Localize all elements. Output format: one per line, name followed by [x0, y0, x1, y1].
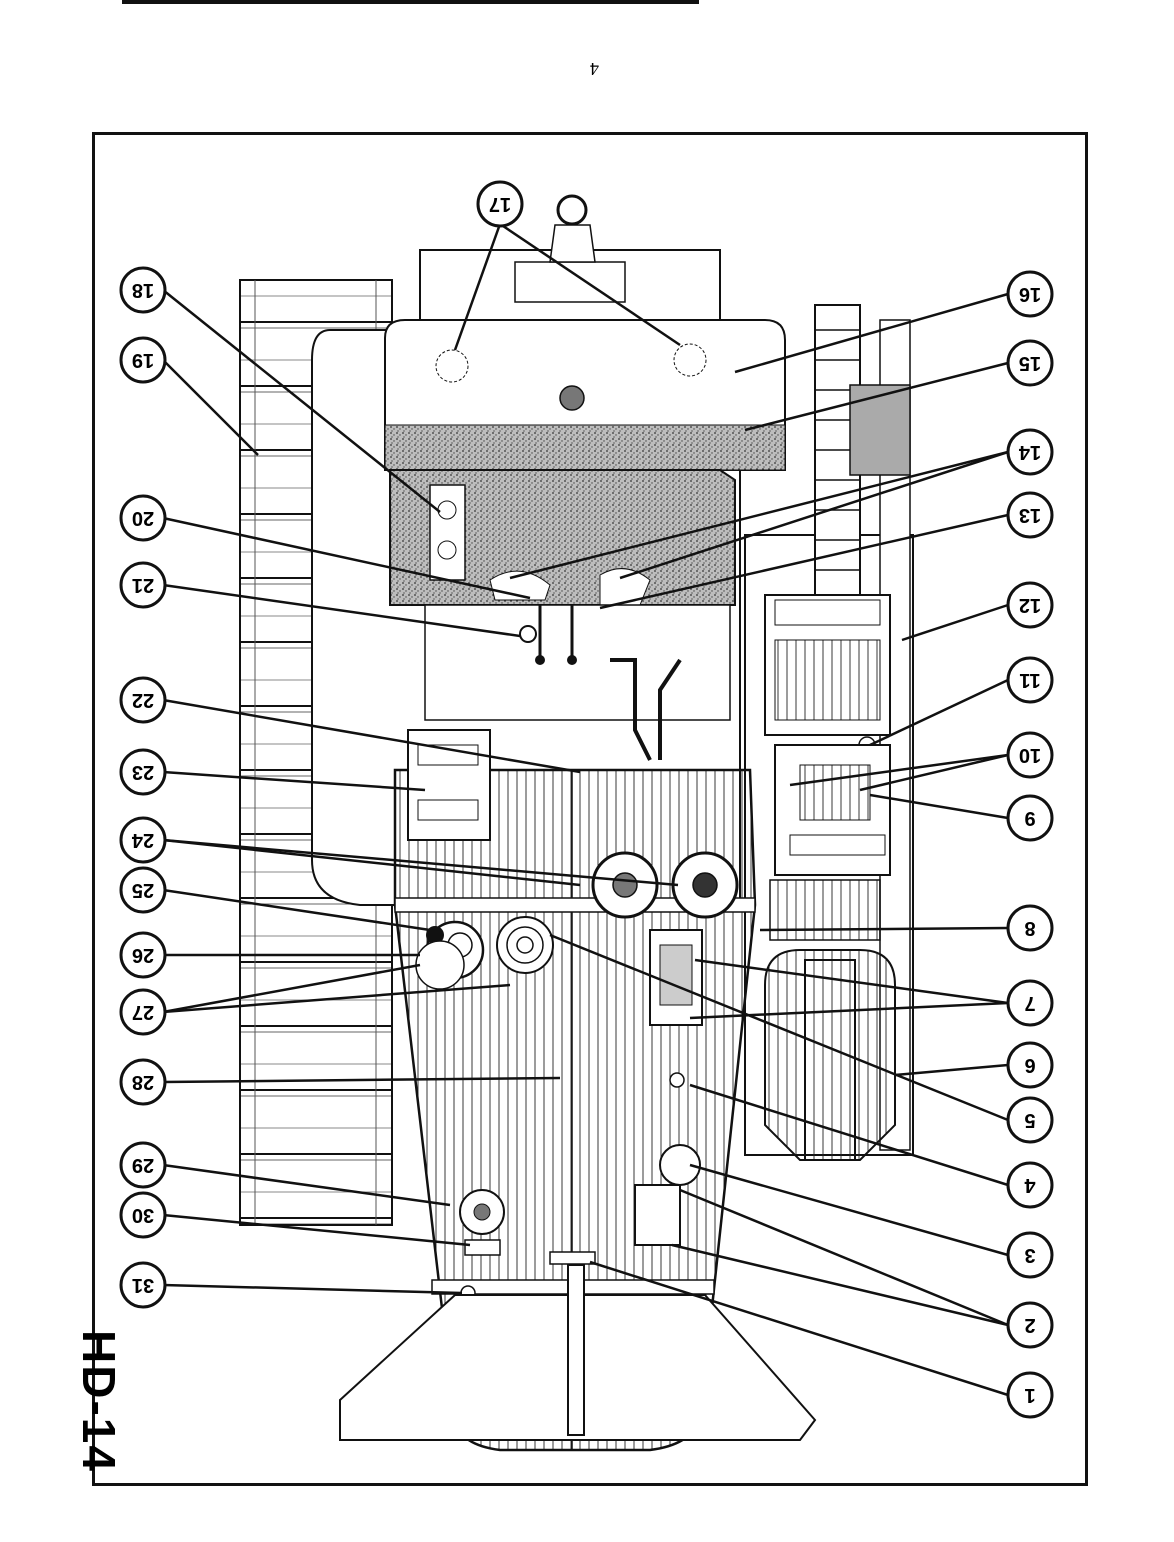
callout-10: 10	[1008, 733, 1052, 777]
callout-23: 23	[121, 750, 165, 794]
callout-18: 18	[121, 268, 165, 312]
callout-label: 16	[1019, 283, 1041, 305]
callout-label: 30	[132, 1204, 154, 1226]
callout-30: 30	[121, 1193, 165, 1237]
callout-29: 29	[121, 1143, 165, 1187]
callout-label: 22	[132, 689, 154, 711]
callout-3: 3	[1008, 1233, 1052, 1277]
callout-26: 26	[121, 933, 165, 977]
callout-12: 12	[1008, 583, 1052, 627]
callout-label: 31	[132, 1274, 154, 1296]
callout-label: 19	[132, 349, 154, 371]
callout-24: 24	[121, 818, 165, 862]
callout-label: 5	[1024, 1109, 1035, 1131]
callouts-right: 16 15 14 13 12 11 10 9 8 7 6 5 4 3 2 1	[1008, 272, 1052, 1417]
callout-8: 8	[1008, 906, 1052, 950]
callout-label: 1	[1024, 1384, 1035, 1406]
callout-21: 21	[121, 563, 165, 607]
callouts-top: 17	[478, 182, 522, 226]
callout-19: 19	[121, 338, 165, 382]
callout-label: 4	[1024, 1174, 1036, 1196]
callout-label: 26	[132, 944, 154, 966]
callout-label: 7	[1024, 992, 1035, 1014]
callout-11: 11	[1008, 658, 1052, 702]
callout-label: 29	[132, 1154, 154, 1176]
callout-25: 25	[121, 868, 165, 912]
callout-label: 12	[1019, 594, 1041, 616]
callout-label: 11	[1019, 669, 1040, 691]
callout-7: 7	[1008, 981, 1052, 1025]
callout-31: 31	[121, 1263, 165, 1307]
callout-label: 25	[132, 879, 154, 901]
callout-5: 5	[1008, 1098, 1052, 1142]
magneto-assembly	[775, 745, 890, 875]
callout-6: 6	[1008, 1043, 1052, 1087]
callout-20: 20	[121, 496, 165, 540]
callout-label: 2	[1024, 1314, 1035, 1336]
callout-label: 17	[489, 193, 511, 215]
callout-label: 27	[132, 1001, 154, 1023]
callout-label: 24	[131, 829, 154, 851]
callout-14: 14	[1008, 430, 1052, 474]
callout-label: 20	[132, 507, 154, 529]
callout-28: 28	[121, 1060, 165, 1104]
callout-2: 2	[1008, 1303, 1052, 1347]
callouts-left: 18 19 20 21 22 23 24 25 26 27 28 29 30 31	[121, 268, 165, 1307]
callout-4: 4	[1008, 1163, 1052, 1207]
callout-label: 21	[132, 574, 154, 596]
fuel-tank-hood	[385, 320, 785, 470]
callout-label: 13	[1019, 504, 1041, 526]
callout-13: 13	[1008, 493, 1052, 537]
callout-9: 9	[1008, 796, 1052, 840]
track-roller-frame	[765, 880, 895, 1160]
steering-clutch-brackets	[408, 730, 490, 840]
callout-27: 27	[121, 990, 165, 1034]
callout-1: 1	[1008, 1373, 1052, 1417]
callout-label: 14	[1018, 441, 1041, 463]
callout-17: 17	[478, 182, 522, 226]
callout-label: 23	[132, 761, 154, 783]
starting-motor	[765, 595, 890, 753]
callout-label: 6	[1024, 1054, 1035, 1076]
drawbar-pin	[568, 1265, 584, 1435]
callout-label: 9	[1024, 807, 1035, 829]
callout-16: 16	[1008, 272, 1052, 316]
callout-label: 3	[1024, 1244, 1035, 1266]
model-code: HD-14	[72, 1330, 126, 1473]
callout-label: 15	[1019, 352, 1041, 374]
callout-22: 22	[121, 678, 165, 722]
callout-label: 8	[1024, 917, 1035, 939]
callout-label: 10	[1019, 744, 1041, 766]
callout-15: 15	[1008, 341, 1052, 385]
radiator-guard	[420, 196, 720, 320]
callout-label: 18	[132, 279, 154, 301]
callout-label: 28	[132, 1071, 154, 1093]
